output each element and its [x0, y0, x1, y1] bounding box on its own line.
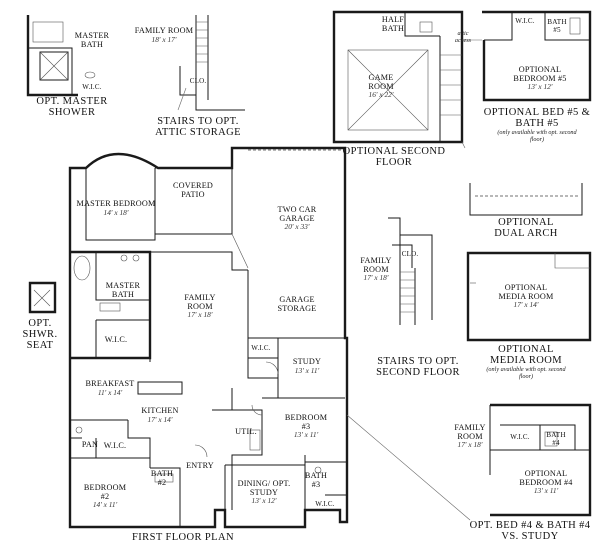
room-master-bath: MASTER BATH	[98, 281, 148, 299]
opt-bed4-title: OPT. BED #4 & BATH #4 VS. STUDY	[469, 520, 591, 543]
opt-master-shower-walls	[26, 15, 96, 97]
room-name: DINING/ OPT. STUDY	[237, 479, 291, 497]
opt-bed4-wic: W.I.C.	[510, 433, 530, 441]
room-dims: 20' x 33'	[284, 222, 310, 232]
room-name: ENTRY	[186, 461, 214, 470]
opt-bed5-title: OPTIONAL BED #5 & BATH #5(only available…	[483, 107, 591, 144]
room-name: MASTER BATH	[105, 281, 141, 299]
room-dims: 13' x 11'	[294, 365, 320, 375]
room-util: UTIL.	[235, 427, 257, 437]
room-name: W.I.C.	[251, 344, 271, 352]
room-dims: 17' x 18'	[187, 310, 213, 320]
room-dims: 13' x 12'	[251, 496, 277, 506]
room-name: W.I.C.	[104, 335, 128, 344]
first-floor-walls	[68, 146, 349, 529]
room-name: GARAGE STORAGE	[277, 295, 317, 313]
room-dims: 17' x 14'	[147, 414, 173, 424]
opt-dual-arch-title: OPTIONAL DUAL ARCH	[494, 217, 558, 240]
room-name: BATH #2	[150, 469, 174, 487]
room-dims: 13' x 11'	[293, 430, 319, 440]
room-dims: 11' x 14'	[97, 387, 123, 397]
room-wic-bed3: W.I.C.	[315, 500, 335, 508]
room-name: TWO CAR GARAGE	[277, 205, 317, 223]
opt-attic-stairs-walls	[177, 15, 245, 111]
room-name: BATH #3	[304, 471, 328, 489]
opt-bed5-bath: BATH #5	[547, 18, 567, 34]
opt-bed4-bath: BATH #4	[546, 431, 566, 447]
first-floor-fixtures	[73, 233, 322, 483]
room-name: FAMILY ROOM	[184, 293, 216, 311]
room-name: KITCHEN	[141, 406, 179, 415]
room-name: STUDY	[292, 357, 322, 366]
opt-second-stairs-title: STAIRS TO OPT. SECOND FLOOR	[376, 356, 460, 379]
opt-second-half-bath: HALF BATH	[381, 15, 405, 33]
room-name: W.I.C.	[315, 500, 335, 508]
room-name: COVERED PATIO	[172, 181, 214, 199]
plan-title: FIRST FLOOR PLAN	[132, 532, 234, 543]
opt-master-shower-title: OPT. MASTER SHOWER	[36, 96, 108, 119]
opt-master-shower-wic: W.I.C.	[82, 83, 102, 91]
room-dims: 14' x 18'	[103, 207, 129, 217]
room-name: PAN	[81, 440, 99, 449]
opt-bed5-wic: W.I.C.	[515, 17, 535, 25]
opt-attic-title: STAIRS TO OPT. ATTIC STORAGE	[155, 116, 241, 139]
opt-shwr-seat-walls	[28, 281, 57, 314]
room-covered-patio: COVERED PATIO	[168, 181, 218, 199]
opt-media-title: OPTIONAL MEDIA ROOM(only available with …	[486, 344, 566, 381]
room-name: BREAKFAST	[85, 379, 135, 388]
opt-dual-arch-walls	[469, 183, 583, 216]
room-name: BEDROOM #2	[83, 483, 127, 501]
opt-bed4-walls	[489, 403, 592, 517]
room-name: W.I.C.	[103, 441, 127, 450]
opt-master-shower-master-bath: MASTER BATH	[74, 31, 110, 49]
opt-bed5-walls	[462, 10, 592, 102]
room-wic-master: W.I.C.	[104, 335, 128, 345]
room-entry: ENTRY	[186, 461, 214, 471]
room-wic-garage: W.I.C.	[251, 344, 271, 352]
opt-second-stairs-clo: CLO.	[401, 250, 419, 258]
opt-second-title: OPTIONAL SECOND FLOOR	[342, 146, 446, 169]
opt-shwr-seat-title: OPT. SHWR. SEAT	[22, 318, 58, 352]
opt-second-stairs-walls	[388, 217, 433, 325]
opt-second-attic-access: attic access	[454, 30, 472, 45]
room-bath-2: BATH #2	[147, 469, 177, 487]
opt-attic-clo: CLO.	[189, 77, 207, 85]
room-pantry: PAN	[81, 440, 99, 450]
room-dims: 14' x 11'	[92, 500, 118, 510]
room-name: MASTER BEDROOM	[76, 199, 156, 208]
room-name: BEDROOM #3	[284, 413, 328, 431]
room-name: UTIL.	[235, 427, 257, 436]
callout-leaders	[346, 141, 471, 521]
room-garage-storage: GARAGE STORAGE	[267, 295, 327, 313]
opt-media-walls	[466, 251, 592, 342]
room-bath-3: BATH #3	[303, 471, 329, 489]
room-wic-bed2: W.I.C.	[103, 441, 127, 451]
